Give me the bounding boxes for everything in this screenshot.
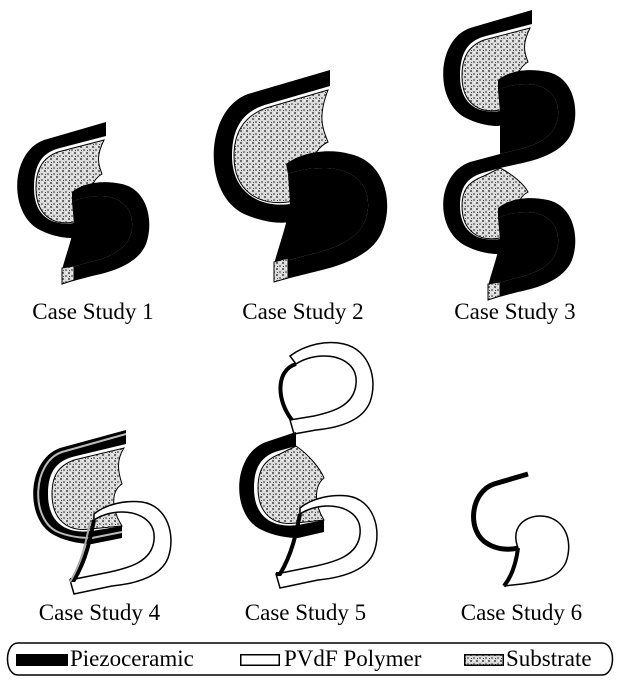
pvdf-swatch bbox=[240, 654, 280, 666]
case-study-6-shape bbox=[474, 474, 569, 586]
case-study-1-label: Case Study 1 bbox=[18, 299, 168, 325]
case-study-4-label: Case Study 4 bbox=[22, 600, 177, 626]
case-study-6-label: Case Study 6 bbox=[444, 600, 599, 626]
piezoceramic-swatch bbox=[16, 654, 68, 666]
case-study-3-shape bbox=[443, 10, 575, 300]
case-study-1-shape bbox=[17, 122, 149, 284]
legend-piezoceramic-label: Piezoceramic bbox=[70, 647, 194, 671]
substrate-swatch bbox=[464, 654, 504, 666]
legend: Piezoceramic PVdF Polymer Substrate bbox=[4, 642, 616, 676]
case-study-3-label: Case Study 3 bbox=[440, 299, 590, 325]
case-study-5-shape bbox=[239, 343, 377, 589]
case-study-5-label: Case Study 5 bbox=[228, 600, 383, 626]
case-study-2-label: Case Study 2 bbox=[228, 299, 378, 325]
legend-pvdf-label: PVdF Polymer bbox=[284, 647, 421, 671]
case-study-4-shape bbox=[33, 430, 171, 594]
legend-substrate-label: Substrate bbox=[506, 647, 592, 671]
case-study-2-shape bbox=[214, 70, 387, 282]
